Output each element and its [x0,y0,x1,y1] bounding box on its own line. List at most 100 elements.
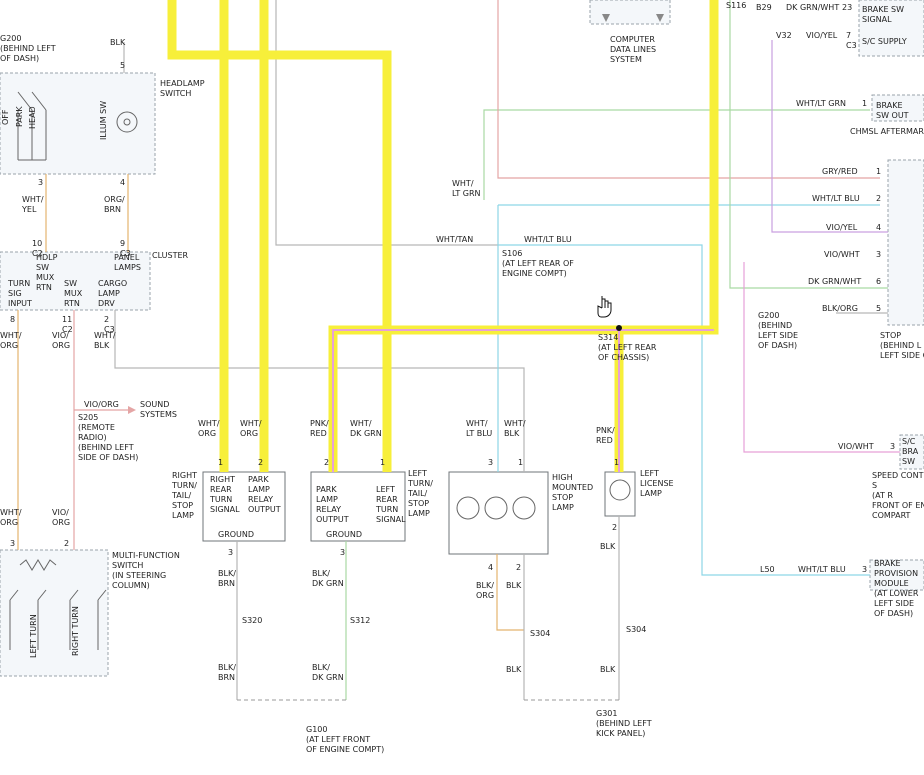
pin-3-mfs-line: 3 [10,539,15,548]
pin-3-mfs-label: 3 [10,539,15,548]
pin-2-c3-line: 2 [104,315,109,324]
pin-6-stop-label: 6 [876,277,881,286]
pin-10-c2-line: 10 [32,239,42,248]
pin-3-speed-label: 3 [890,442,895,451]
sw-mux-rtn-line: MUX [64,289,83,298]
rr-pin-2-label: 2 [258,458,263,467]
left-turn-stop-lamp-line: STOP [408,499,429,508]
sc-supply-label: S/C SUPPLY [862,37,907,46]
s314-line: OF CHASSIS) [598,353,649,362]
cluster-line: CLUSTER [152,251,189,260]
speed-control-line: COMPART [872,511,911,520]
wht-org-rr-label: WHT/ORG [198,419,220,438]
hand-cursor-icon[interactable] [597,296,612,318]
blk-bottom-lic-label: BLK [600,665,616,674]
s314-line: (AT LEFT REAR [598,343,657,352]
splice-dot-s314[interactable] [616,325,622,331]
wht-lt-blu-hm-line: WHT/ [466,419,488,428]
wht-blk-cluster-line: BLK [94,341,110,350]
left-turn-line: LEFT TURN [29,614,38,658]
lr-ground-label: GROUND [326,530,362,539]
hm-pin-1-label: 1 [518,458,523,467]
pin-8-label: 8 [10,315,15,324]
rr-right-rear-turn-line: TURN [209,495,232,504]
vio-wht-right-line: VIO/WHT [824,250,860,259]
pin-1-brake-label: 1 [862,99,867,108]
rr-pin-3-label: 3 [228,548,233,557]
license-lamp-box[interactable] [604,471,636,517]
speed-control-line: FRONT OF EN [872,501,924,510]
right-tail-lamp-box[interactable] [202,471,286,542]
vio-org-cluster-line: ORG [52,341,70,350]
lic-pin-2-label: 2 [612,523,617,532]
wht-lt-blu-s106-label: WHT/LT BLU [524,235,572,244]
blk-bottom-hm-line: BLK [506,665,522,674]
blk-lic-line: BLK [600,542,616,551]
cargo-lamp-drv-line: DRV [98,299,115,308]
s205-line: SIDE OF DASH) [78,453,138,462]
lr-pin-1-line: 1 [380,458,385,467]
wire-wht-blk-cluster [114,310,525,472]
hdlp-sw-mux-rtn-line: SW [36,263,49,272]
pin-2-mfs-line: 2 [64,539,69,548]
pin-4-headlamp-line: 4 [120,178,125,187]
sc-brk-sw-line: S/C [902,437,916,446]
vio-org-mfs-label: VIO/ORG [52,508,70,527]
hm-bulb-1 [456,496,480,520]
s304-hm-line: S304 [530,629,550,638]
wht-lt-blu-right-label: WHT/LT BLU [812,194,860,203]
blk-brn-bottom-line: BRN [218,673,235,682]
s116-line: S116 [726,1,746,10]
b29-line: B29 [756,3,772,12]
wht-blk-hm-line: WHT/ [504,419,526,428]
blk-brn-rr-line: BLK/ [218,569,236,578]
high-mounted-stop-lamp-line: LAMP [552,503,574,512]
wht-lt-blu-l50-line: WHT/LT BLU [798,565,846,574]
rr-park-lamp-relay-line: PARK [248,475,269,484]
brake-provision-module-line: PROVISION [874,569,918,578]
brake-provision-module-line: LEFT SIDE [874,599,914,608]
dk-grn-wht-top-line: DK GRN/WHT [786,3,839,12]
hm-pin-3-label: 3 [488,458,493,467]
right-turn-stop-lamp-line: TURN/ [171,481,197,490]
left-tail-lamp-box[interactable] [310,471,406,542]
left-turn-label: LEFT TURN [29,614,38,658]
brake-provision-module-line: MODULE [874,579,909,588]
multi-function-switch-line: (IN STEERING [112,571,166,580]
wht-lt-blu-hm-line: LT BLU [466,429,492,438]
b29-label: B29 [756,3,772,12]
brake-sw-signal-line: SIGNAL [862,15,892,24]
wht-blk-hm-label: WHT/BLK [504,419,526,438]
switch-off-line: OFF [1,109,10,125]
pin-4-stop-line: 4 [876,223,881,232]
panel-lamps-line: LAMPS [114,263,141,272]
lr-left-rear-turn-line: LEFT [376,485,395,494]
high-mounted-stop-lamp-line: HIGH [552,473,573,482]
wht-org-left-label: WHT/ORG [0,331,22,350]
g200-right-line: (BEHIND [758,321,792,330]
computer-data-lines-line: DATA LINES [610,45,656,54]
hdlp-sw-mux-rtn-line: RTN [36,283,52,292]
wht-lt-grn-right-line: WHT/LT GRN [796,99,846,108]
l50-label: L50 [760,565,775,574]
lr-ground-line: GROUND [326,530,362,539]
lic-pin-1-line: 1 [614,458,619,467]
high-mounted-stop-lamp-box[interactable] [448,471,549,555]
blk-org-hm-line: ORG [476,591,494,600]
pin-7-c3-line: 7 [846,31,851,40]
chmsl-aftermarket-line: CHMSL AFTERMARKET [850,127,924,136]
sound-systems-line: SOUND [140,400,169,409]
wht-blk-hm-line: BLK [504,429,520,438]
